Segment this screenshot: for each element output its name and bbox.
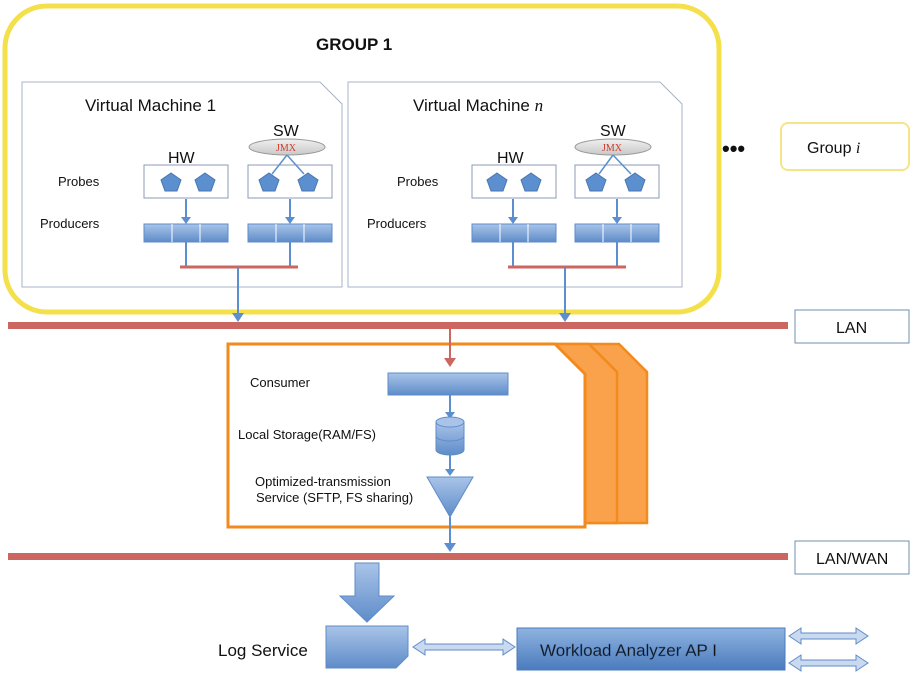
storage-cylinder-icon: [435, 416, 465, 456]
workload-analyzer-box: [516, 627, 786, 671]
vm1-probes-label: Probes: [58, 174, 100, 189]
vm1-sw-arrowhead: [285, 217, 295, 224]
vmn-hw-producer: [471, 223, 557, 243]
lan-label-box: [794, 309, 910, 344]
vmn-probes-label: Probes: [397, 174, 439, 189]
vmn-hw-probes-box: [471, 164, 557, 199]
lanwan-bar: [8, 553, 788, 560]
vm1-sw-probe-1: [258, 172, 280, 192]
lanwan-label: LAN/WAN: [816, 551, 888, 568]
vmn-sw-probe-2: [624, 172, 646, 192]
log-service-label: Log Service: [218, 641, 308, 660]
vmn-producer-links: [512, 242, 618, 266]
vmn-title: Virtual Machine n: [413, 96, 543, 115]
vmn-hw-probe-1: [486, 172, 508, 192]
group-i-box: [780, 122, 910, 171]
vmn-hw-label: HW: [497, 150, 525, 167]
vm1-hw-arrowhead: [181, 217, 191, 224]
vm1-hw-producer: [143, 223, 229, 243]
lan-to-consumer-arrowhead: [444, 358, 456, 367]
log-service-box: [325, 625, 409, 669]
group-title: GROUP 1: [316, 35, 392, 54]
groups-ellipsis: •••: [722, 136, 745, 161]
group-i-label: Group i: [807, 140, 860, 157]
vmn-jmx-connector: [598, 154, 632, 175]
vm1-sw-label: SW: [273, 123, 300, 140]
vmn-sw-arrowhead: [612, 217, 622, 224]
log-analyzer-double-arrow: [412, 638, 516, 656]
lanwan-label-box: [794, 540, 910, 575]
vm1-title: Virtual Machine 1: [85, 96, 216, 115]
vmn-title-prefix: Virtual Machine: [413, 96, 535, 115]
vm1-hw-probes-box: [143, 164, 229, 199]
consumer-to-storage-arrowhead: [445, 412, 455, 419]
vm1-producers-label: Producers: [40, 216, 100, 231]
vm1-producer-links: [185, 242, 291, 266]
vm1-to-lan-arrowhead: [232, 313, 244, 322]
workload-analyzer-label: Workload Analyzer AP I: [540, 641, 717, 660]
group-i-var: i: [856, 140, 860, 157]
transmission-funnel-icon: [426, 476, 474, 519]
lan-label: LAN: [836, 320, 867, 337]
vm1-hw-label: HW: [168, 150, 196, 167]
analyzer-right-double-arrow-1: [788, 627, 869, 645]
vmn-producers-label: Producers: [367, 216, 427, 231]
vmn-hw-probe-2: [520, 172, 542, 192]
vmn-to-lan-arrowhead: [559, 313, 571, 322]
vm1-jmx-connector: [271, 154, 305, 175]
vmn-sw-producer: [574, 223, 660, 243]
vmn-jmx-label: JMX: [602, 143, 623, 154]
group-i-prefix: Group: [807, 140, 856, 157]
consumer-label: Consumer: [250, 375, 311, 390]
vm1-jmx-label: JMX: [276, 143, 297, 154]
vmn-sw-label: SW: [600, 123, 627, 140]
analyzer-right-double-arrow-2: [788, 654, 869, 672]
vm1-hw-probe-1: [160, 172, 182, 192]
transmission-to-wan-arrowhead: [444, 543, 456, 552]
vmn-sw-probe-1: [585, 172, 607, 192]
transmission-label-line1: Optimized-transmission: [255, 474, 391, 489]
vm1-sw-probe-2: [297, 172, 319, 192]
vmn-hw-arrowhead: [508, 217, 518, 224]
vm1-hw-probe-2: [194, 172, 216, 192]
storage-label: Local Storage(RAM/FS): [238, 427, 376, 442]
wan-to-log-arrow: [338, 562, 396, 623]
vmn-title-var: n: [535, 96, 544, 115]
vm1-sw-producer: [247, 223, 333, 243]
lan-bar: [8, 322, 788, 329]
consumer-component: [387, 372, 509, 396]
transmission-label-line2: Service (SFTP, FS sharing): [256, 490, 413, 505]
storage-to-transmission-arrowhead: [445, 469, 455, 476]
